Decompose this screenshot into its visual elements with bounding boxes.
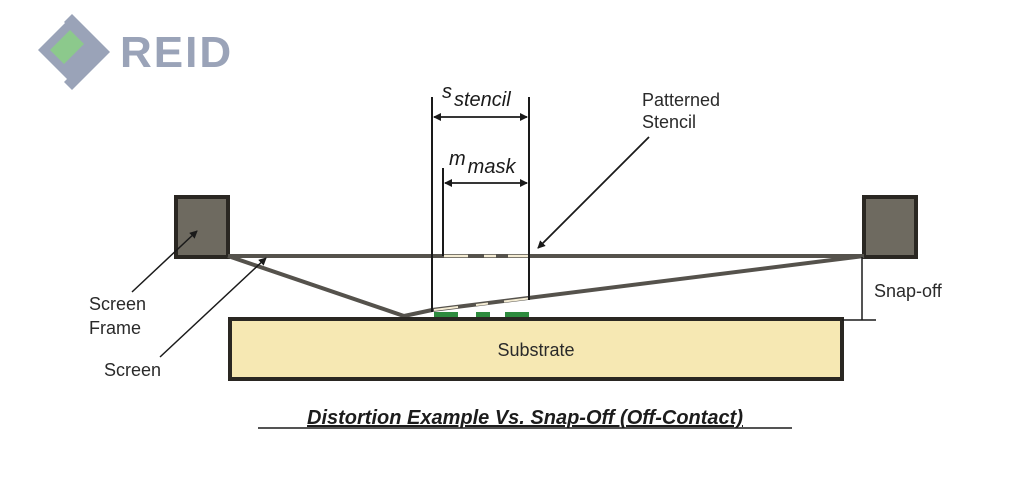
patterned-stencil-leader bbox=[537, 136, 650, 249]
screen-label: Screen bbox=[104, 360, 161, 380]
logo-mark-icon bbox=[38, 14, 110, 90]
screen-frame-left bbox=[174, 195, 230, 259]
stencil-openings-deflected bbox=[433, 297, 529, 311]
screen-frame-label: Screen Frame bbox=[89, 294, 151, 338]
patterned-stencil-line1: Patterned bbox=[642, 90, 720, 110]
substrate bbox=[228, 317, 844, 381]
screen-frame-line2: Frame bbox=[89, 318, 141, 338]
screen-frame-leader bbox=[131, 230, 198, 293]
reid-logo: REID bbox=[38, 14, 233, 90]
patterned-stencil-line2: Stencil bbox=[642, 112, 696, 132]
screen-leader bbox=[159, 257, 267, 358]
pad bbox=[505, 312, 529, 320]
s-subscript: stencil bbox=[454, 89, 511, 111]
diagram-title: Distortion Example Vs. Snap-Off (Off-Con… bbox=[307, 407, 743, 429]
pad bbox=[476, 312, 490, 320]
substrate-label: Substrate bbox=[497, 340, 574, 360]
pads bbox=[434, 312, 529, 320]
screen-frame-line1: Screen bbox=[89, 294, 146, 314]
screen-deflected bbox=[227, 254, 865, 319]
s-symbol: s bbox=[442, 81, 452, 103]
logo-text: REID bbox=[120, 28, 233, 77]
pad bbox=[434, 312, 458, 320]
m-symbol: m bbox=[449, 148, 466, 170]
screen-frame-right bbox=[862, 195, 918, 259]
patterned-stencil-label: Patterned Stencil bbox=[642, 90, 725, 132]
m-subscript: mask bbox=[468, 156, 517, 178]
snap-off-label: Snap-off bbox=[874, 281, 943, 301]
